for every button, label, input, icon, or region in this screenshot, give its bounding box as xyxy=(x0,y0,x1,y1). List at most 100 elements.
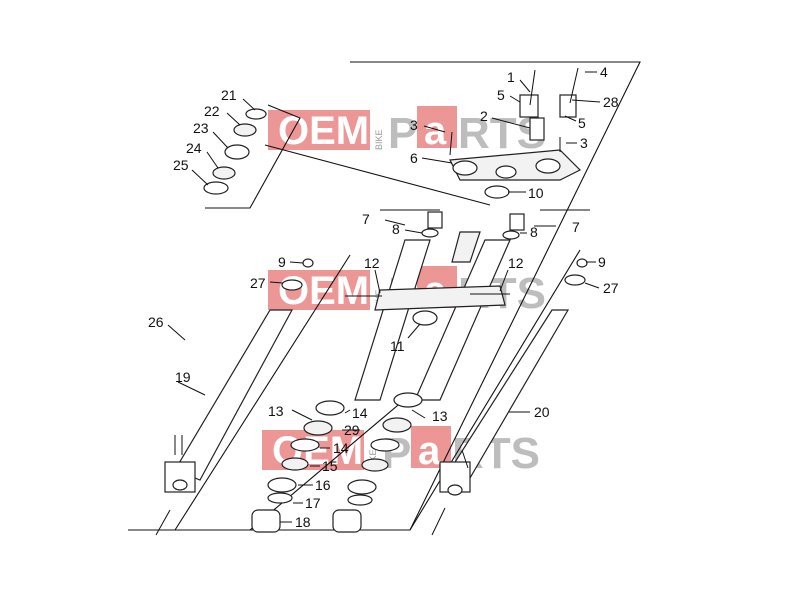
part-7-cap-right xyxy=(509,213,525,231)
part-4-bolt xyxy=(569,67,579,104)
axle-hole-left xyxy=(172,479,188,491)
part-8-oring-left xyxy=(421,228,439,238)
left-damper-frame xyxy=(249,394,411,531)
part-27-washer-right xyxy=(564,274,586,286)
part-7-cap-left xyxy=(427,211,443,229)
part-25-seal xyxy=(203,181,229,195)
leader-12b xyxy=(499,269,509,292)
part-24-cone xyxy=(212,166,236,180)
watermark-a-box xyxy=(417,106,457,148)
callout-6: 6 xyxy=(410,150,418,166)
stanchion-left xyxy=(354,239,431,401)
leader-25 xyxy=(191,169,209,186)
callout-4: 4 xyxy=(600,64,608,80)
watermark-oem-text: OEM xyxy=(278,109,369,153)
callout-3: 3 xyxy=(410,117,418,133)
leader-12a xyxy=(374,269,381,294)
watermark-parts-p: P xyxy=(382,429,411,478)
leader-28 xyxy=(571,99,601,103)
leader-26 xyxy=(167,324,186,341)
leader-14a xyxy=(344,409,351,414)
leader-2 xyxy=(491,117,531,129)
callout-27: 27 xyxy=(250,275,266,291)
callout-16: 16 xyxy=(315,477,331,493)
part-9-screw-left xyxy=(302,258,314,268)
callout-15: 15 xyxy=(322,458,338,474)
part-22-ring xyxy=(233,123,257,137)
leader-1 xyxy=(519,79,531,93)
callout-8: 8 xyxy=(530,224,538,240)
part-19-slider-left xyxy=(174,309,294,481)
watermark-parts-p: P xyxy=(388,109,417,158)
part-1-bolt xyxy=(529,69,536,106)
part-5-clamp-left xyxy=(519,94,539,118)
callout-3: 3 xyxy=(580,135,588,151)
callout-29: 29 xyxy=(344,422,360,438)
watermark-parts-a: a xyxy=(418,429,441,473)
watermark-top: OEM BIKE P a RTS xyxy=(268,106,546,158)
callout-5: 5 xyxy=(578,115,586,131)
part-15-right xyxy=(361,458,389,472)
callout-9: 9 xyxy=(278,254,286,270)
axle-bolt-right xyxy=(431,507,446,536)
pinch-bolt-right xyxy=(461,449,469,469)
callout-numbers: 1 2 3 3 4 5 5 6 7 7 8 8 9 9 10 11 12 12 … xyxy=(148,64,619,530)
callout-5: 5 xyxy=(497,87,505,103)
callout-23: 23 xyxy=(193,120,209,136)
callout-19: 19 xyxy=(175,369,191,385)
watermark-oem-box xyxy=(268,110,370,150)
watermark-parts-a: a xyxy=(424,109,447,153)
left-tube-frame xyxy=(174,254,351,531)
stanchion-right xyxy=(414,239,511,401)
leader-5a xyxy=(509,95,521,103)
leader-3a xyxy=(423,125,446,133)
callout-25: 25 xyxy=(173,157,189,173)
callout-27: 27 xyxy=(603,280,619,296)
leader-13b xyxy=(411,409,426,419)
part-14-seal-right xyxy=(393,392,423,408)
part-23-bearing xyxy=(224,144,250,160)
clamp-hole-center xyxy=(495,165,517,179)
leader-13a xyxy=(291,409,313,421)
part-17-clip-right xyxy=(347,494,373,506)
leader-7a xyxy=(384,219,406,226)
part-21-nut xyxy=(245,108,267,120)
axle-lug-left xyxy=(164,461,196,493)
part-14-ring-right xyxy=(370,438,400,452)
fork-caps xyxy=(421,211,525,240)
axle-bolt-left xyxy=(155,509,171,536)
callout-11: 11 xyxy=(390,338,405,354)
part-10-nut xyxy=(484,185,510,199)
callout-21: 21 xyxy=(221,87,237,103)
callout-12: 12 xyxy=(364,255,380,271)
callout-24: 24 xyxy=(186,140,202,156)
fork-leg-right xyxy=(431,258,588,536)
leader-19 xyxy=(177,381,206,396)
lower-clamp-hole xyxy=(412,310,438,326)
fork-leg-left xyxy=(155,258,314,536)
callout-7: 7 xyxy=(362,211,370,227)
callout-9: 9 xyxy=(598,254,606,270)
watermark-oem-text: OEM xyxy=(278,269,369,313)
steering-bearing-frame xyxy=(205,104,301,209)
leader-lines xyxy=(167,71,601,523)
leader-21 xyxy=(242,98,256,111)
part-29-left xyxy=(303,420,333,436)
leader-24 xyxy=(206,151,219,169)
watermark-bike-text: BIKE xyxy=(374,129,384,150)
callout-13: 13 xyxy=(268,403,284,419)
callout-14: 14 xyxy=(333,440,349,456)
clamp-hole-right xyxy=(535,158,561,174)
leader-23 xyxy=(212,131,229,149)
damper-stack-left xyxy=(251,400,345,533)
callout-26: 26 xyxy=(148,314,164,330)
damper-stack-right xyxy=(332,392,423,533)
part-9-screw-right xyxy=(576,258,588,268)
callout-10: 10 xyxy=(528,185,544,201)
part-18-boot-left xyxy=(251,509,281,533)
leader-9a xyxy=(289,261,304,264)
part-11-lower-clamp xyxy=(374,285,506,311)
steering-bearing-stack xyxy=(203,108,267,195)
leader-6 xyxy=(421,157,453,164)
